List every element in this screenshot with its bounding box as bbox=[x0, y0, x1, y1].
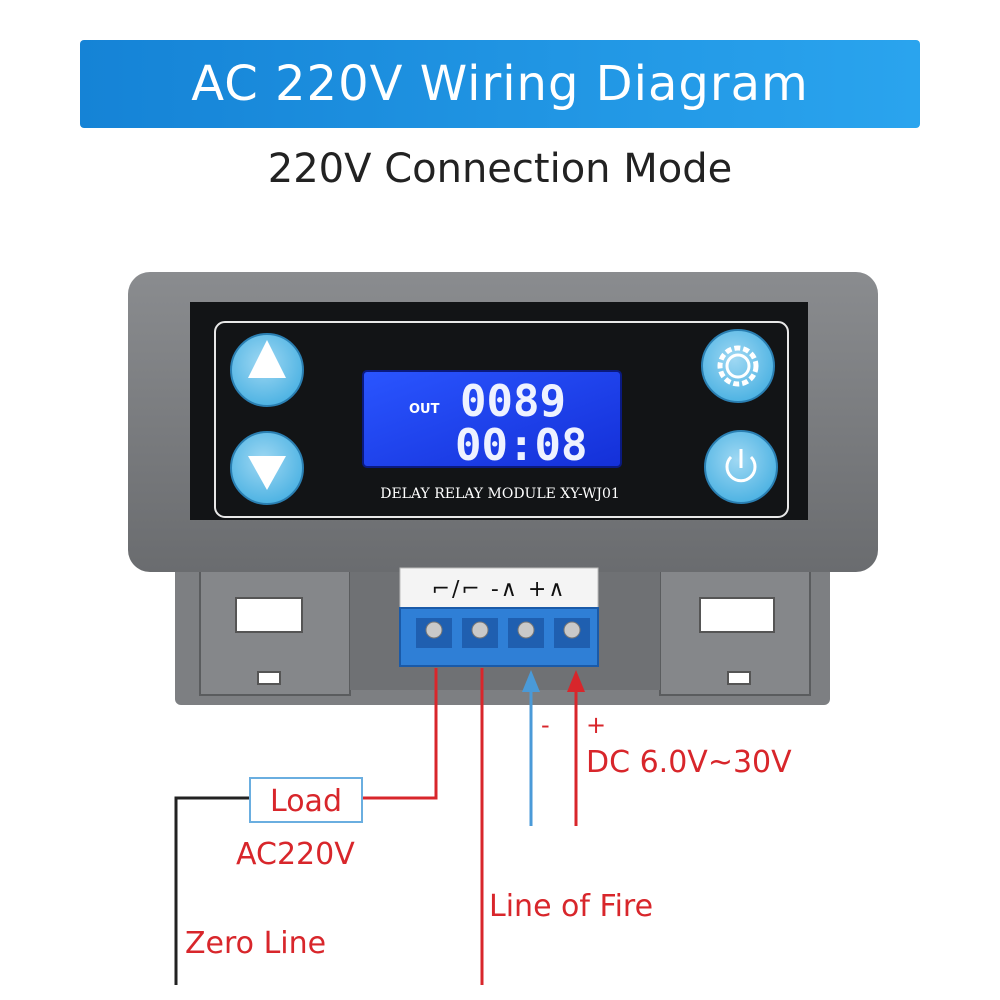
load-wire bbox=[362, 668, 438, 800]
up-arrow-icon bbox=[248, 340, 286, 378]
down-button[interactable] bbox=[230, 431, 304, 505]
model-label: DELAY RELAY MODULE XY-WJ01 bbox=[380, 486, 620, 502]
settings-button[interactable] bbox=[701, 329, 775, 403]
zero-line-label: Zero Line bbox=[185, 926, 326, 961]
dc-plus-arrow-icon bbox=[567, 670, 585, 692]
load-label: Load bbox=[270, 784, 342, 819]
dc-plus-label: + bbox=[586, 711, 606, 739]
dc-minus-arrow-icon bbox=[522, 670, 540, 692]
zero-line-wire bbox=[174, 796, 250, 985]
dc-range-label: DC 6.0V~30V bbox=[586, 745, 792, 780]
terminal-block bbox=[399, 607, 599, 667]
terminal-legend: ⌐∕⌐ -∧ +∧ bbox=[399, 567, 599, 609]
gear-icon bbox=[717, 345, 759, 387]
power-icon bbox=[725, 449, 757, 483]
up-button[interactable] bbox=[230, 333, 304, 407]
terminal-screw bbox=[425, 621, 581, 639]
power-button[interactable] bbox=[704, 430, 778, 504]
lcd-line-2: 00:08 bbox=[455, 420, 587, 471]
page-title: AC 220V Wiring Diagram bbox=[191, 56, 809, 112]
load-box: Load bbox=[249, 777, 363, 823]
wires bbox=[174, 668, 585, 985]
dc-minus-label: - bbox=[541, 711, 550, 739]
lcd-line-1: 0089 bbox=[460, 376, 566, 427]
load-voltage-label: AC220V bbox=[236, 837, 355, 872]
line-of-fire-label: Line of Fire bbox=[489, 889, 653, 924]
page-subtitle: 220V Connection Mode bbox=[267, 146, 733, 192]
down-arrow-icon bbox=[248, 456, 286, 490]
lcd-out-label: OUT bbox=[409, 402, 440, 417]
terminal-legend-text: ⌐∕⌐ -∧ +∧ bbox=[432, 577, 567, 602]
lcd-display: OUT 0089 00:08 bbox=[362, 370, 622, 471]
title-banner: AC 220V Wiring Diagram bbox=[80, 40, 920, 128]
